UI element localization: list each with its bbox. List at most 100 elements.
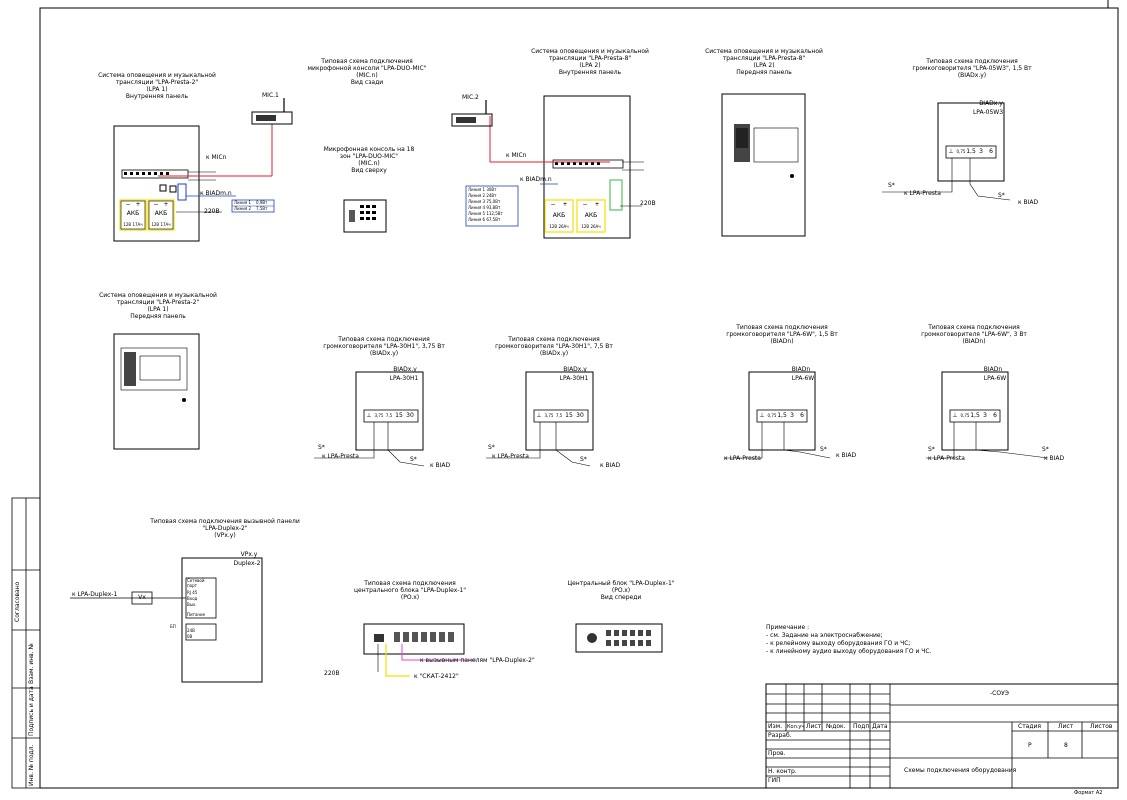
label-220v-3: 220В — [324, 670, 340, 677]
speaker-6w-a — [748, 371, 816, 451]
label-220v-1: 220В — [204, 208, 220, 215]
label-vkhod: Вход — [187, 596, 198, 601]
label-s-star-05w3: S* — [888, 182, 895, 189]
stamp-list2: Лист — [1058, 723, 1074, 730]
title-spk-05w3: Типовая схема подключения громкоговорите… — [912, 58, 1032, 79]
tap-6a-3: 3 — [790, 412, 794, 419]
tap-30a-0: ⊥ — [366, 412, 372, 419]
label-biadn-6a: BIADn — [791, 366, 811, 373]
inner-frame — [39, 7, 1119, 789]
lpa1-inner-panel — [113, 124, 275, 242]
label-k-biad-6a: к BIAD — [836, 452, 857, 459]
label-k-micn-2: к MICn — [506, 152, 527, 159]
label-s-star-30b-b: S* — [580, 456, 587, 463]
label-vpxy: VPх.у — [240, 551, 258, 558]
notes-line1: - см. Задание на электроснабжение; — [766, 632, 883, 639]
stamp-stage-val: Р — [1028, 742, 1032, 749]
label-plus-1a: + — [135, 201, 141, 208]
label-line8-3: Линия 3 75,0Вт — [468, 199, 501, 204]
label-mic2: MIC.2 — [462, 94, 479, 101]
tap-6b-0: ⊥ — [952, 412, 958, 419]
label-line8-1: Линия 1 30Вт — [468, 187, 497, 192]
label-minus-1a: − — [125, 201, 131, 208]
label-minus-1b: − — [153, 201, 159, 208]
label-plus-2b: + — [594, 201, 600, 208]
stamp-doc-title: Схемы подключения оборудования — [904, 767, 1017, 774]
tap-6a-2: 1,5 — [777, 412, 787, 419]
mic2-console — [451, 100, 493, 127]
notes-line2: - к релейному выходу оборудования ГО и Ч… — [766, 640, 911, 647]
tap-30a-2: 7,5 — [385, 413, 393, 418]
label-plus-2a: + — [562, 201, 568, 208]
title-duplex1-front: Центральный блок "LPA-Duplex-1" (PO.х) В… — [567, 580, 675, 601]
tap-05w3-0: ⊥ — [948, 148, 954, 155]
label-line2-val: 7,5Вт — [256, 206, 268, 211]
tap-05w3-1: 0,75 — [956, 149, 966, 154]
side-inv-orig: Инв. № подл. — [28, 744, 35, 786]
title-mic-top: Микрофонная консоль на 18 зон "LPA-DUO-M… — [323, 146, 415, 174]
tap-30b-0: ⊥ — [536, 412, 542, 419]
label-k-panels: к вызывным панелям "LPA-Duplex-2" — [420, 657, 535, 664]
label-rj45: RJ 45 — [187, 590, 198, 595]
label-akb-1b-spec: 12В 17Ач — [151, 222, 171, 227]
stamp-podp: Подп. — [853, 723, 872, 730]
duplex1-unit-back — [363, 623, 476, 677]
tap-30b-3: 15 — [565, 412, 573, 419]
label-s-star-05w3-b: S* — [998, 192, 1005, 199]
duplex2-panel — [70, 557, 263, 683]
label-k-presta-30a: к LPA-Presta — [322, 453, 359, 460]
label-lpa30h1-b: LPA-30Н1 — [559, 375, 589, 382]
tap-6b-1: 0,75 — [960, 413, 970, 418]
duplex1-unit-front — [575, 623, 663, 653]
speaker-wiring — [314, 158, 1049, 467]
tap-6b-2: 1,5 — [970, 412, 980, 419]
stamp-izm: Изм. — [768, 723, 783, 730]
label-k-presta-6b: к LPA-Presta — [928, 455, 965, 462]
label-line1: Линия 1 — [234, 200, 252, 205]
tap-6a-1: 0,75 — [767, 413, 777, 418]
label-k-biad-6b: к BIAD — [1044, 455, 1065, 462]
stamp-ndok: №док. — [826, 723, 846, 730]
notes-head: Примечание : — [766, 624, 810, 631]
side-stamp — [11, 497, 41, 789]
label-lpa30h1-a: LPA-30Н1 — [389, 375, 419, 382]
lpa2-front-panel — [721, 93, 806, 237]
stamp-nkontr: Н. контр. — [768, 768, 797, 775]
tap-6a-4: 6 — [800, 412, 804, 419]
label-lpa6w-a: LPA-6W — [791, 375, 815, 382]
stamp-kol: Кол.уч — [787, 724, 805, 730]
stamp-prov: Пров. — [768, 750, 786, 757]
format-label: Формат А2 — [1074, 790, 1103, 796]
label-lpa6w-b: LPA-6W — [983, 375, 1007, 382]
stamp-gip: ГИП — [768, 777, 781, 784]
stamp-code: -СОУЭ — [990, 690, 1009, 697]
title-spk-6w-a: Типовая схема подключения громкоговорите… — [726, 324, 838, 345]
label-setevoy: Сетевой порт — [187, 578, 205, 588]
tap-6b-4: 6 — [993, 412, 997, 419]
tap-30a-4: 30 — [406, 412, 414, 419]
speaker-30h1-b — [525, 371, 594, 451]
label-plus-1b: + — [163, 201, 169, 208]
label-line8-5: Линия 5 112,5Вт — [468, 211, 503, 216]
label-line2: Линия 2 — [234, 206, 252, 211]
label-s-star-30a-b: S* — [410, 456, 417, 463]
label-k-biad-05w3: к BIAD — [1018, 199, 1039, 206]
tap-05w3-3: 3 — [979, 148, 983, 155]
title-duplex1-conn: Типовая схема подключения центрального б… — [353, 580, 467, 601]
label-akb-1a: АКБ — [126, 210, 140, 217]
label-biadxy-30a: BIADх.у — [393, 366, 417, 373]
label-akb-1b: АКБ — [154, 210, 168, 217]
label-s-star-6b-b: S* — [1042, 446, 1049, 453]
label-biadxy-05w3: BIADх.у — [979, 100, 1003, 107]
label-akb-2a-spec: 12В 26Ач — [549, 224, 569, 229]
mic1-console — [251, 98, 293, 125]
stamp-sheet-val: 8 — [1064, 742, 1068, 749]
tap-05w3-4: 6 — [989, 148, 993, 155]
label-line8-4: Линия 4 93,8Вт — [468, 205, 501, 210]
label-s-star-30a: S* — [318, 444, 325, 451]
label-biadxy-30b: BIADх.у — [563, 366, 587, 373]
label-lpa05w3: LPA-05W3 — [972, 109, 1004, 116]
side-agreed: Согласовано — [14, 581, 21, 622]
